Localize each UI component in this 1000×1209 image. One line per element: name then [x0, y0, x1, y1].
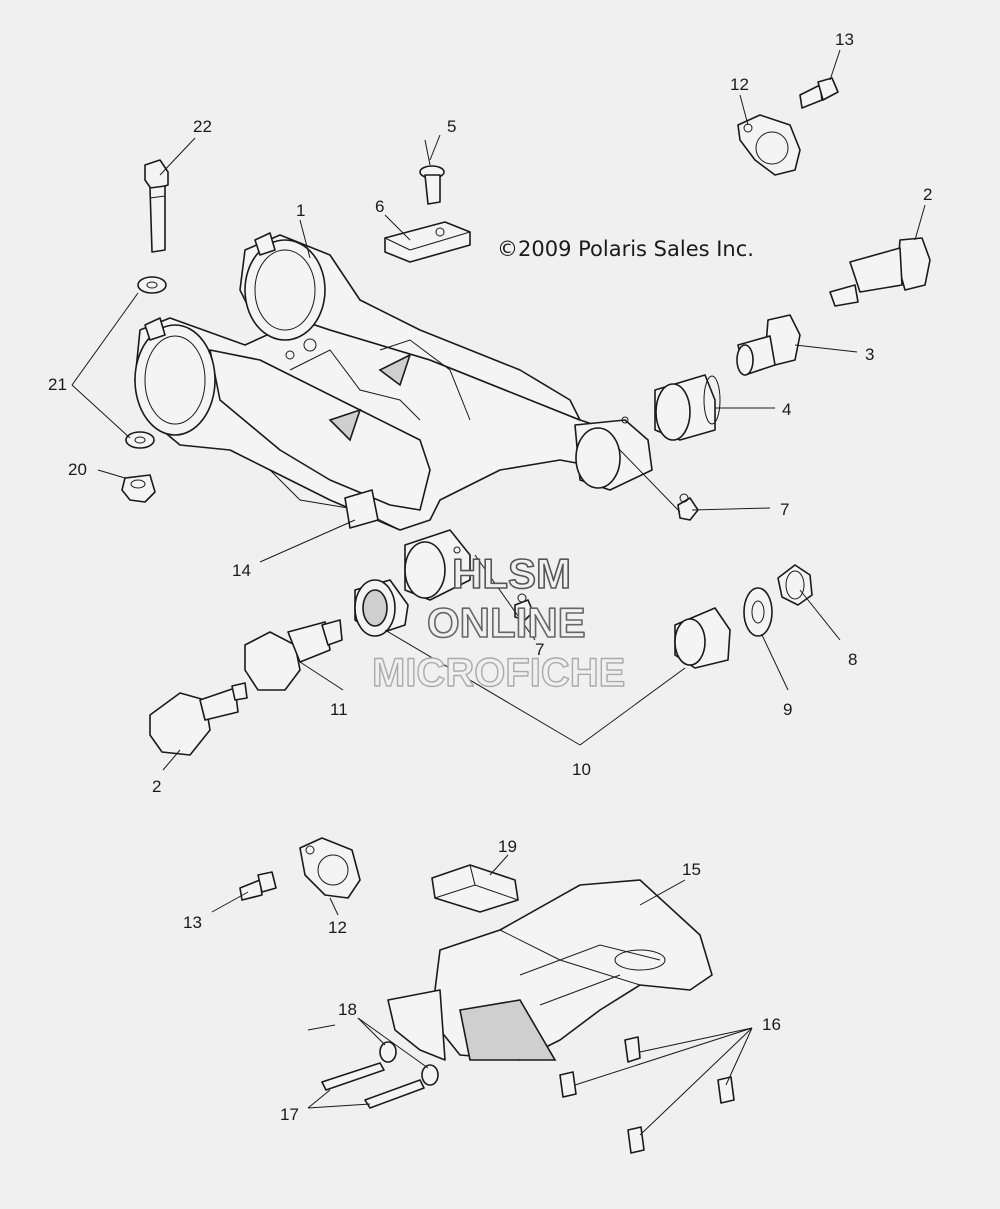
washer-21-lower [125, 431, 155, 449]
leader-lines [71, 49, 926, 1136]
copyright-notice: ©2009 Polaris Sales Inc. [497, 237, 754, 261]
callout-14: 14 [232, 561, 251, 580]
callout-18: 18 [338, 1000, 357, 1019]
adjuster-11 [244, 619, 343, 691]
callout-1: 1 [296, 201, 305, 220]
swing-arm [134, 232, 653, 601]
watermark: HLSM ONLINE MICROFICHE [371, 549, 626, 696]
nut-20 [121, 474, 156, 503]
bushing-10-right [674, 607, 731, 669]
callout-6: 6 [375, 197, 384, 216]
callout-2-right: 2 [923, 185, 932, 204]
callout-17: 17 [280, 1105, 299, 1124]
pad-6 [384, 221, 471, 263]
pivot-bolt-2-left [149, 682, 248, 756]
watermark-line-2: ONLINE [427, 599, 586, 646]
callout-15: 15 [682, 860, 701, 879]
grease-fitting-7-center [514, 593, 534, 621]
callout-13-lower: 13 [183, 913, 202, 932]
bolt-22 [144, 159, 169, 253]
callout-10: 10 [572, 760, 591, 779]
bracket-12-upper [737, 114, 801, 176]
bushing-4 [654, 374, 721, 441]
washer-9 [743, 587, 773, 637]
washer-21-upper [137, 276, 167, 294]
pin-5 [419, 139, 445, 205]
callout-7-center: 7 [535, 640, 544, 659]
callout-4: 4 [782, 400, 791, 419]
bolt-13-upper [799, 77, 839, 109]
callout-5: 5 [447, 117, 456, 136]
callout-22: 22 [193, 117, 212, 136]
callout-21: 21 [48, 375, 67, 394]
callout-16: 16 [762, 1015, 781, 1034]
callout-7-right: 7 [780, 500, 789, 519]
callout-9: 9 [783, 700, 792, 719]
pivot-bolt-2-right [829, 237, 931, 307]
adjuster-3 [736, 314, 801, 376]
bolts-17 [321, 1062, 425, 1109]
callout-13-upper: 13 [835, 30, 854, 49]
bolts-16 [559, 1036, 735, 1154]
callout-12-upper: 12 [730, 75, 749, 94]
callout-20: 20 [68, 460, 87, 479]
bumper-19 [431, 864, 519, 913]
nuts-18 [379, 1041, 439, 1086]
callout-2-left: 2 [152, 777, 161, 796]
callout-labels: 1 2 2 3 4 5 6 7 7 8 9 10 11 12 12 13 13 … [48, 30, 932, 1124]
watermark-line-1: HLSM [452, 550, 571, 597]
callout-11: 11 [330, 700, 348, 719]
bolt-13-lower [239, 871, 277, 901]
grease-fitting-7-right [677, 493, 699, 521]
skid-plate-15 [387, 879, 713, 1061]
callout-3: 3 [865, 345, 874, 364]
callout-12-lower: 12 [328, 918, 347, 937]
callout-8: 8 [848, 650, 857, 669]
callout-19: 19 [498, 837, 517, 856]
bearing-10-left [354, 579, 409, 637]
watermark-line-3: MICROFICHE [372, 651, 625, 695]
bracket-12-lower [299, 837, 361, 899]
